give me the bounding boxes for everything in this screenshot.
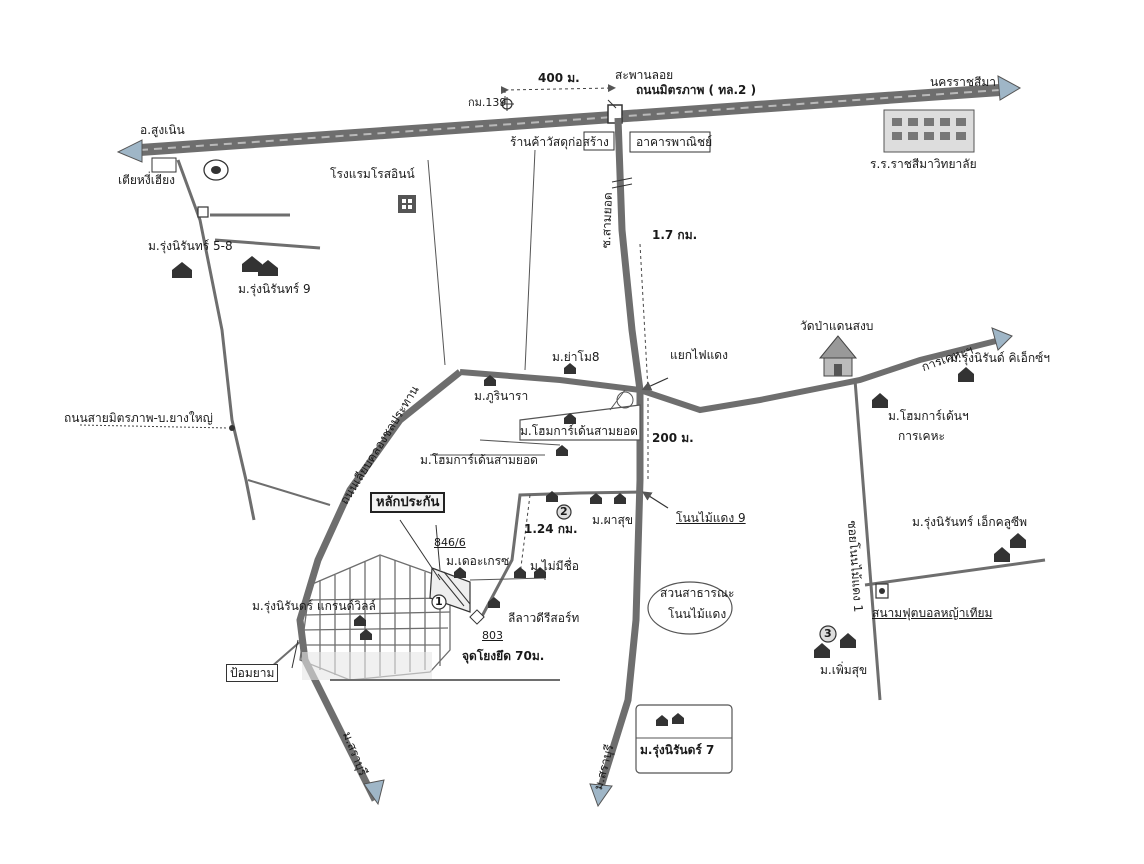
- highway-mittraphap: [116, 75, 1022, 163]
- sign-icon: [151, 157, 177, 173]
- road-soi-non-mai-daeng: [853, 379, 882, 701]
- arrow-east-icon: [997, 75, 1022, 101]
- temple-icon: [818, 335, 858, 377]
- road-canal: [296, 369, 463, 802]
- road-to-property: [478, 490, 641, 621]
- arrow-south-icon: [589, 783, 613, 808]
- sign-icon: [197, 206, 209, 218]
- road-east-west: [459, 337, 1001, 414]
- house-icons: [172, 256, 1026, 726]
- hotel-icon: [398, 195, 416, 213]
- arrow-northeast-icon: [991, 327, 1013, 351]
- road-soi-samyot: [596, 117, 644, 792]
- road-left-vertical: [176, 159, 256, 521]
- block-rungnirun-7: [635, 704, 733, 774]
- arrow-southwest-icon: [363, 779, 385, 806]
- arrow-west-icon: [116, 139, 143, 163]
- block-homegarden: [519, 404, 641, 441]
- park-area: [647, 581, 733, 635]
- school-icon: [883, 109, 975, 153]
